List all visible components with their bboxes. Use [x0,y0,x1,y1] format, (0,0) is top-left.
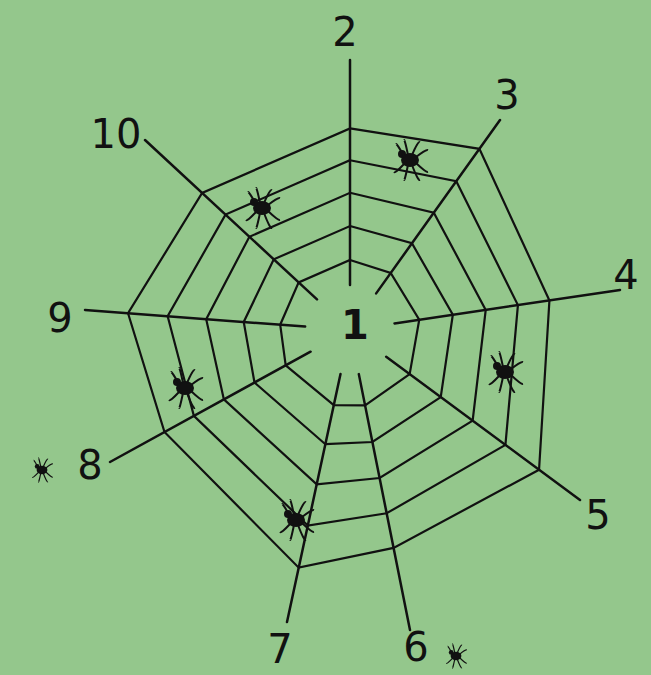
web-ray [349,60,352,285]
web-ray [359,374,410,630]
web-ray [110,352,311,462]
center-number: 1 [341,305,369,345]
ray-number: 10 [91,114,142,154]
spider-icon [446,644,466,668]
web-ring [168,160,518,525]
spider-icon [32,458,52,482]
web-ray [287,374,341,622]
web-ring [128,128,549,567]
ray-number: 4 [613,255,638,295]
ray-number: 5 [585,495,610,535]
web-ray [386,357,580,500]
ray-number: 2 [332,12,357,52]
ray-number: 7 [267,629,292,669]
web-ray [145,140,317,299]
web-ring [206,193,486,485]
spider-icon [489,352,523,392]
ray-number: 8 [77,445,102,485]
ray-number: 6 [403,627,428,667]
web-ray [395,290,620,323]
web-ray [376,120,500,293]
spider-icon [169,368,203,408]
ray-number: 9 [47,298,72,338]
web-ring [244,226,453,444]
ray-number: 3 [494,75,519,115]
web-ray [85,310,305,327]
web-ring [280,260,419,405]
spider-icon [394,140,428,180]
spider-icon [280,500,314,540]
spider-icon [246,188,280,228]
